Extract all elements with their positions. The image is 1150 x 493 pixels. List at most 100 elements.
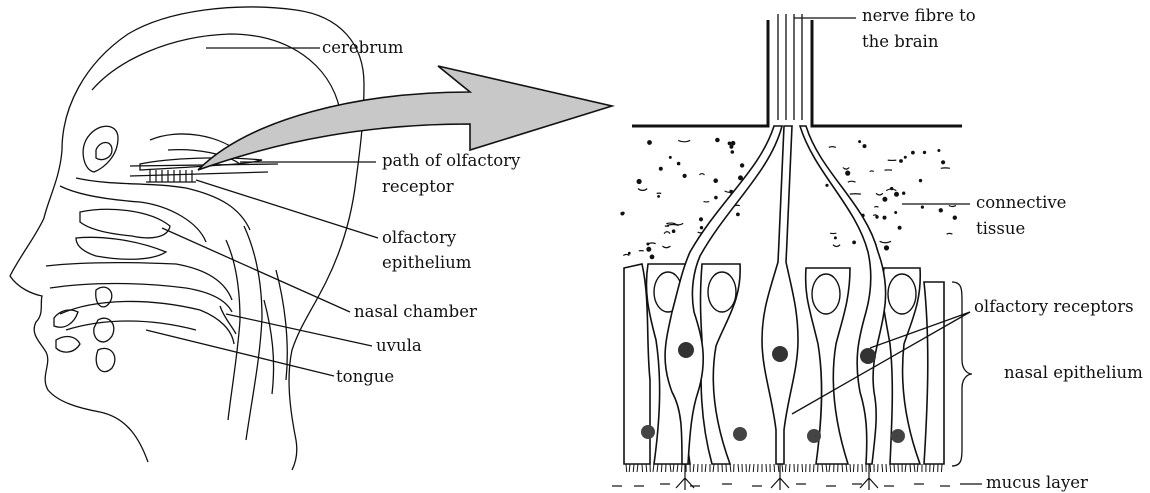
tissue-speck — [699, 174, 704, 175]
tissue-speck — [939, 209, 942, 212]
olfactory-epithelium-label-2: epithelium — [382, 253, 472, 272]
uvula-leader — [226, 314, 372, 346]
tissue-speck — [629, 252, 631, 254]
cilium — [713, 464, 714, 472]
cell-nucleus — [708, 272, 736, 312]
cilium — [905, 464, 906, 472]
tissue-speck — [672, 230, 674, 232]
epithelium-detail: nerve fibre to the brain connective tiss… — [612, 6, 1143, 492]
tissue-speck — [880, 241, 891, 242]
cilium — [813, 464, 814, 472]
cilium — [653, 464, 654, 472]
nasal-bone — [60, 186, 206, 242]
receptor-nucleus — [678, 342, 694, 358]
cilium — [917, 464, 918, 472]
cilium — [661, 464, 662, 472]
tissue-speck — [829, 147, 836, 148]
tissue-speck — [739, 176, 743, 180]
tissue-speck — [715, 196, 717, 198]
cilium — [753, 464, 754, 472]
tissue-speck — [647, 247, 651, 251]
cilium — [705, 464, 706, 472]
receptor-nucleus — [860, 348, 876, 364]
cilium — [850, 464, 851, 472]
cilium — [802, 464, 803, 472]
tissue-speck — [904, 156, 906, 158]
tissue-speck — [622, 212, 624, 214]
cilium — [789, 464, 790, 472]
tissue-speck — [666, 223, 675, 224]
cilium — [646, 464, 647, 472]
tissue-speck — [898, 226, 901, 229]
tissue-speck — [947, 233, 953, 234]
tissue-speck — [669, 157, 671, 159]
cilium — [822, 464, 823, 472]
turbinate-2 — [76, 237, 166, 259]
cilium — [886, 464, 887, 472]
tissue-speck — [650, 255, 654, 259]
cilium — [842, 464, 843, 472]
cribriform-bar-left — [632, 20, 768, 126]
tissue-speck — [895, 192, 899, 196]
supporting-cell — [924, 282, 944, 464]
cilium — [629, 464, 630, 472]
nerve-fibre-label-1: nerve fibre to — [862, 6, 976, 25]
tissue-speck — [863, 145, 866, 148]
tissue-speck — [623, 254, 629, 255]
cell-nucleus — [888, 274, 916, 314]
cilium — [882, 464, 883, 472]
connective-tissue-label-2: tissue — [976, 219, 1025, 238]
olfactory-receptor-fibres — [146, 170, 196, 182]
tissue-speck — [900, 160, 903, 163]
tissue-speck — [921, 206, 923, 208]
cilium — [673, 464, 674, 472]
tissue-speck — [912, 151, 915, 154]
tissue-speck — [833, 245, 840, 247]
cilium — [657, 464, 658, 472]
nerve-fibre-label-2: the brain — [862, 32, 939, 51]
tissue-speck — [903, 192, 905, 194]
pharynx — [244, 226, 262, 440]
tongue-leader — [146, 330, 334, 376]
cilium — [846, 464, 847, 472]
tissue-speck — [647, 243, 649, 245]
path-label-2: receptor — [382, 177, 454, 196]
olfactory-epithelium-label-1: olfactory — [382, 228, 457, 247]
receptor-neurons — [665, 126, 886, 464]
cilium — [829, 464, 830, 472]
cilium — [738, 464, 739, 472]
tissue-speck — [677, 162, 679, 164]
jaw-teeth-lower — [56, 337, 80, 353]
tissue-speck — [938, 150, 940, 152]
tissue-speck — [953, 216, 956, 219]
tissue-speck — [923, 151, 925, 153]
cilium — [677, 464, 678, 472]
tissue-speck — [826, 184, 828, 186]
tongue-label: tongue — [336, 367, 394, 386]
hyoid — [94, 287, 115, 372]
uvula-label: uvula — [376, 336, 422, 355]
basal-nucleus — [733, 427, 747, 441]
cilia-row — [626, 464, 942, 472]
cerebrum-label: cerebrum — [322, 38, 404, 57]
cilium — [890, 464, 891, 472]
nasal-chamber-leader — [162, 228, 350, 312]
tissue-speck — [667, 225, 679, 226]
tissue-speck — [835, 237, 837, 239]
basal-nucleus — [807, 429, 821, 443]
cilium — [826, 464, 827, 472]
tissue-speck — [876, 216, 878, 218]
tissue-speck — [683, 174, 686, 177]
cilium — [870, 464, 871, 472]
cilium — [693, 464, 694, 472]
cilium — [637, 464, 638, 472]
tissue-speck — [737, 213, 740, 216]
basal-nucleus — [641, 425, 655, 439]
tissue-speck — [848, 181, 856, 182]
tissue-speck — [942, 161, 945, 164]
tongue-body — [66, 321, 196, 330]
nasal-epithelium-label: nasal epithelium — [1004, 363, 1143, 382]
cilium — [626, 464, 627, 472]
path-label-1: path of olfactory — [382, 151, 521, 170]
